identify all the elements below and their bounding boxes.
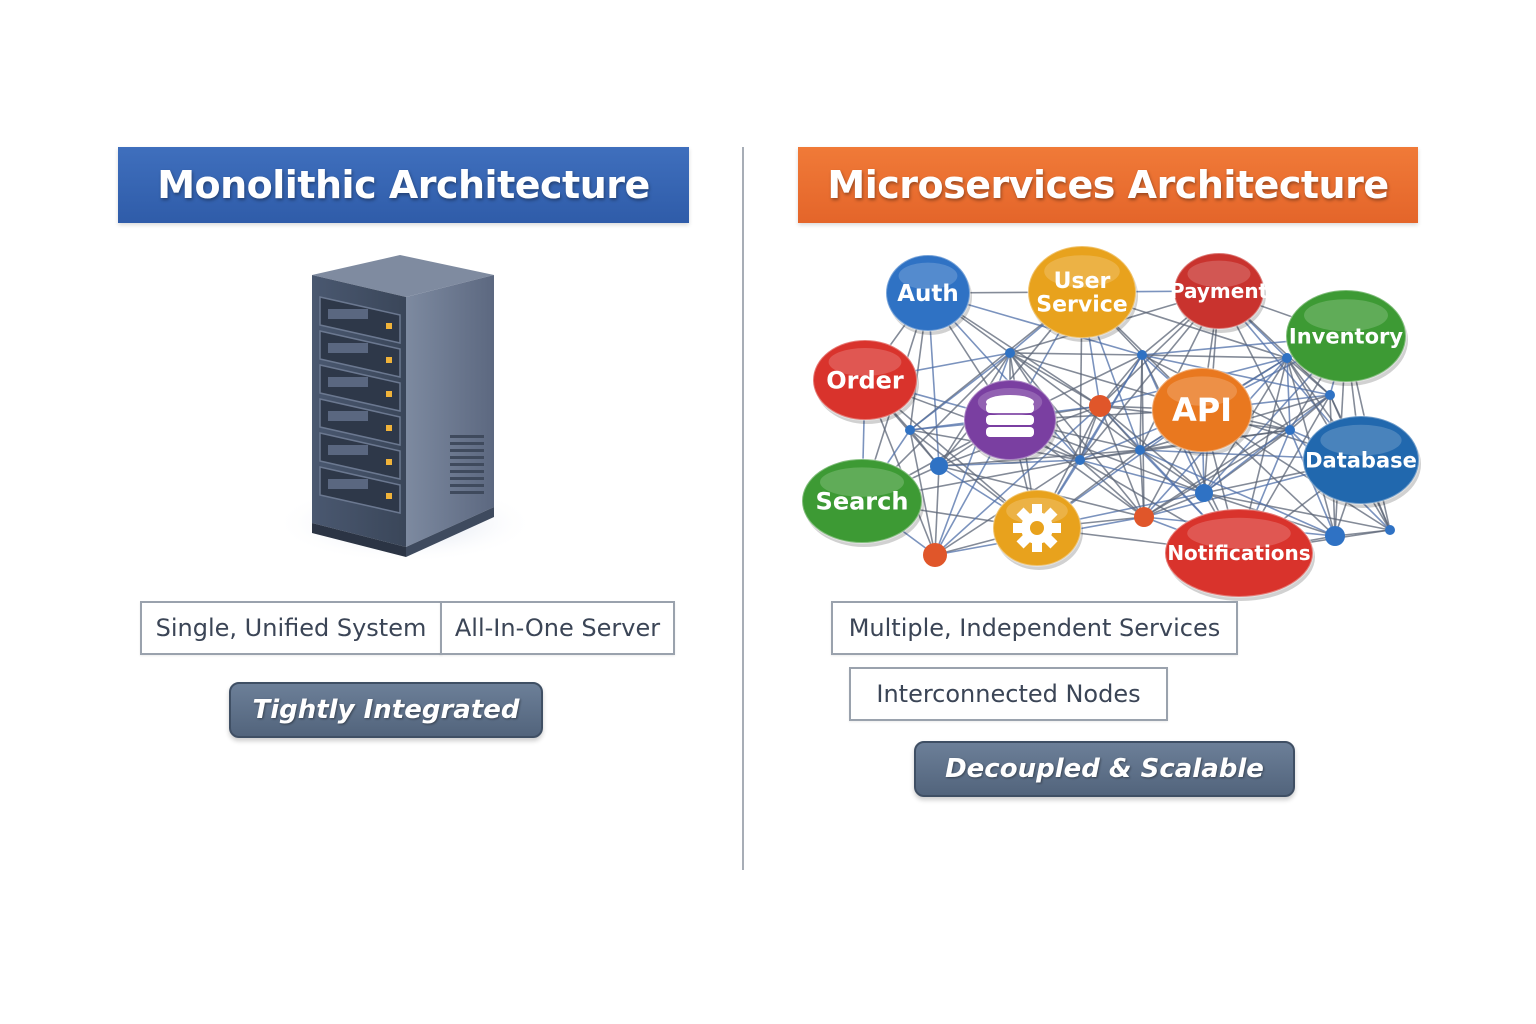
service-node-label: Payment bbox=[1170, 279, 1269, 303]
network-edge bbox=[1286, 357, 1331, 396]
network-edge bbox=[1009, 352, 1101, 407]
network-junction-dot bbox=[1075, 455, 1085, 465]
network-junction-dot bbox=[1325, 526, 1345, 546]
network-edge bbox=[1141, 354, 1145, 518]
microservices-title: Microservices Architecture bbox=[827, 163, 1389, 207]
network-edge bbox=[1079, 354, 1143, 461]
network-edge bbox=[1286, 357, 1291, 431]
network-edge bbox=[1009, 352, 1145, 518]
drive-bays bbox=[319, 296, 401, 514]
service-node-label: Inventory bbox=[1289, 324, 1403, 348]
network-edge bbox=[1141, 354, 1331, 396]
network-edge bbox=[1141, 354, 1288, 359]
service-node-api: API bbox=[1151, 367, 1254, 456]
label-single-unified-system: Single, Unified System bbox=[140, 601, 442, 655]
service-node-label: Notifications bbox=[1167, 541, 1310, 565]
network-edge bbox=[1139, 449, 1205, 494]
network-edge bbox=[1079, 459, 1205, 494]
network-edge bbox=[1203, 394, 1331, 494]
network-junction-dot bbox=[905, 425, 915, 435]
service-node-search: Search bbox=[801, 458, 924, 547]
tightly-integrated-badge: Tightly Integrated bbox=[229, 682, 543, 738]
network-edge bbox=[1009, 352, 1141, 451]
network-edge bbox=[1139, 354, 1143, 451]
network-edge bbox=[934, 405, 1101, 556]
network-edge bbox=[1143, 394, 1331, 518]
service-node-db-icon bbox=[963, 379, 1058, 464]
network-junctions bbox=[905, 348, 1395, 567]
monolithic-title-banner: Monolithic Architecture bbox=[118, 147, 689, 223]
network-edge bbox=[1289, 394, 1331, 431]
service-node-label: Search bbox=[816, 487, 909, 515]
network-junction-dot bbox=[1134, 507, 1154, 527]
network-edge bbox=[1139, 449, 1336, 537]
network-junction-dot bbox=[1325, 390, 1335, 400]
label-interconnected-nodes: Interconnected Nodes bbox=[849, 667, 1168, 721]
service-node-gear bbox=[992, 489, 1083, 570]
network-edge bbox=[934, 465, 940, 556]
service-node-label: Auth bbox=[897, 281, 959, 307]
microservices-title-banner: Microservices Architecture bbox=[798, 147, 1418, 223]
service-node-database: Database bbox=[1302, 415, 1421, 508]
service-node-label: Service bbox=[1036, 292, 1127, 317]
network-edge bbox=[1099, 405, 1145, 518]
service-node-notifications: Notifications bbox=[1164, 508, 1315, 601]
network-junction-dot bbox=[1285, 425, 1295, 435]
network-edge bbox=[1099, 354, 1143, 407]
network-junction-dot bbox=[1195, 484, 1213, 502]
network-edge bbox=[1009, 352, 1143, 356]
network-edge bbox=[1203, 492, 1391, 531]
network-edge bbox=[909, 429, 936, 556]
network-edge bbox=[909, 352, 1011, 431]
service-node-order: Order bbox=[812, 339, 919, 424]
network-junction-dot bbox=[1135, 445, 1145, 455]
network-junction-dot bbox=[1089, 395, 1111, 417]
service-node-label: User bbox=[1054, 269, 1111, 294]
network-edge bbox=[1143, 492, 1205, 518]
network-junction-dot bbox=[1282, 353, 1292, 363]
network-junction-dot bbox=[923, 543, 947, 567]
monolithic-title: Monolithic Architecture bbox=[157, 163, 650, 207]
network-edge bbox=[1079, 449, 1141, 461]
service-node-label: Database bbox=[1305, 448, 1417, 472]
service-node-inventory: Inventory bbox=[1285, 289, 1408, 386]
network-junction-dot bbox=[1385, 525, 1395, 535]
server-tower-icon bbox=[275, 255, 535, 563]
panel-divider bbox=[742, 147, 744, 870]
network-junction-dot bbox=[930, 457, 948, 475]
gear-icon bbox=[1013, 504, 1061, 552]
network-junction-dot bbox=[1137, 350, 1147, 360]
network-edge bbox=[938, 459, 1081, 467]
label-all-in-one-server: All-In-One Server bbox=[440, 601, 675, 655]
network-edge bbox=[1079, 459, 1145, 518]
network-edge bbox=[1139, 449, 1145, 518]
decoupled-scalable-badge: Decoupled & Scalable bbox=[914, 741, 1295, 797]
service-node-auth: Auth bbox=[885, 254, 972, 335]
service-node-label: API bbox=[1172, 391, 1232, 429]
service-node-label: Order bbox=[826, 366, 904, 394]
network-edge bbox=[938, 449, 1141, 467]
network-junction-dot bbox=[1005, 348, 1015, 358]
database-icon bbox=[986, 395, 1034, 437]
service-node-payment: Payment bbox=[1170, 252, 1269, 333]
label-multiple-independent-services: Multiple, Independent Services bbox=[831, 601, 1238, 655]
